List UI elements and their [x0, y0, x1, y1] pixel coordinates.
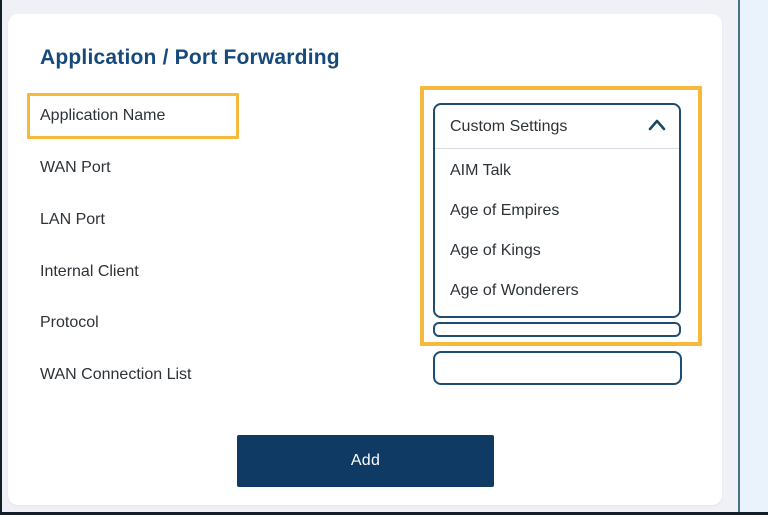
wan-connection-list-input[interactable]: [433, 351, 682, 385]
settings-card: Application / Port Forwarding Applicatio…: [8, 14, 722, 505]
application-name-dropdown: Custom Settings AIM Talk Age of Empires …: [433, 103, 681, 318]
dropdown-selected-option[interactable]: Custom Settings: [435, 105, 679, 149]
dropdown-option-aim-talk[interactable]: AIM Talk: [450, 162, 512, 179]
protocol-input-partial[interactable]: [433, 322, 681, 337]
dropdown-option-age-of-empires[interactable]: Age of Empires: [450, 202, 560, 219]
label-internal-client: Internal Client: [40, 263, 139, 280]
window-bottom-edge: [0, 512, 768, 515]
label-application-name: Application Name: [40, 107, 166, 124]
dropdown-option-age-of-kings[interactable]: Age of Kings: [450, 242, 541, 259]
label-protocol: Protocol: [40, 314, 99, 331]
dropdown-selected-label: Custom Settings: [450, 118, 568, 135]
label-lan-port: LAN Port: [40, 211, 105, 228]
window-left-edge: [0, 0, 2, 515]
label-wan-port: WAN Port: [40, 159, 111, 176]
chevron-up-icon[interactable]: [648, 118, 666, 132]
dropdown-option-list: AIM Talk Age of Empires Age of Kings Age…: [435, 149, 679, 311]
right-panel-divider: [738, 0, 740, 515]
add-button[interactable]: Add: [237, 435, 494, 487]
dropdown-option-age-of-wonderers[interactable]: Age of Wonderers: [450, 282, 579, 299]
label-wan-connection-list: WAN Connection List: [40, 366, 192, 383]
right-panel-strip: [740, 0, 768, 515]
page-title: Application / Port Forwarding: [40, 46, 340, 69]
